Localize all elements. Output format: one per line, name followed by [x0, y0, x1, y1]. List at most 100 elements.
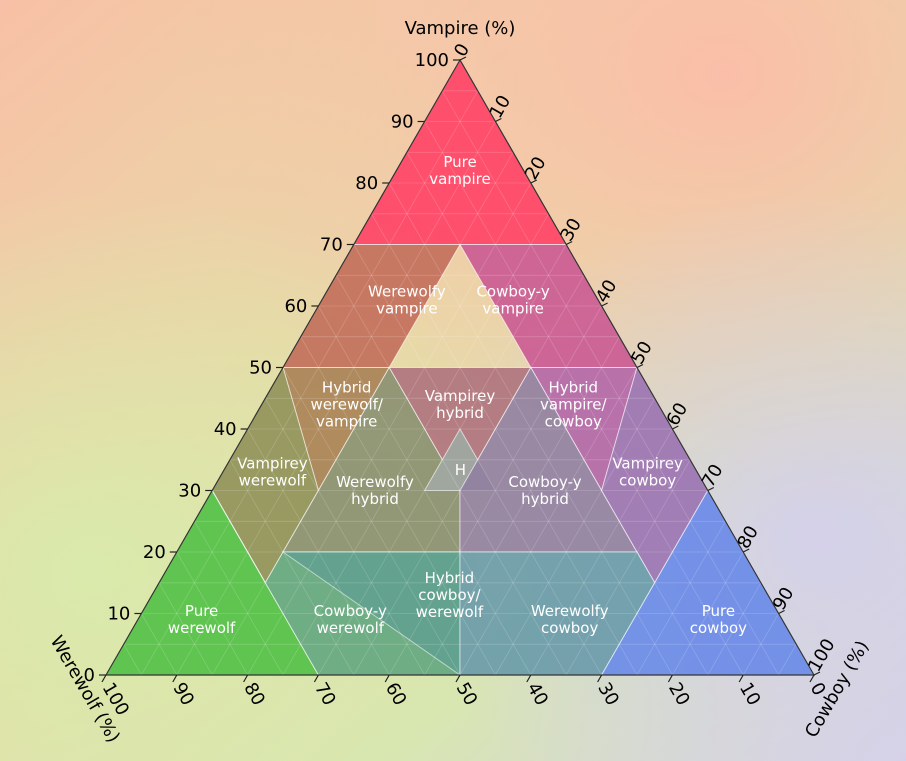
grid-line — [530, 428, 673, 675]
region-label-line: Cowboy-y — [508, 473, 581, 491]
grid-line — [636, 521, 726, 675]
grid-line — [388, 182, 673, 675]
grid-line — [141, 613, 178, 675]
grid-line — [335, 275, 567, 675]
werewolf-tick-label: 60 — [381, 679, 411, 709]
region-label-line: vampire/ — [540, 395, 607, 413]
grid-line — [353, 244, 602, 675]
region-label-line: cowboy — [545, 412, 602, 430]
tick-mark — [459, 56, 467, 61]
grid-line — [495, 398, 656, 675]
tick-mark — [778, 609, 785, 615]
region-label-line: Werewolfy — [336, 473, 414, 491]
tick-mark — [809, 674, 815, 683]
region-label-line: werewolf/ — [310, 395, 383, 413]
tick-mark — [530, 179, 538, 184]
region-label-line: Pure — [702, 602, 735, 620]
grid-line — [424, 121, 744, 675]
grid-line — [565, 459, 691, 675]
grid-line — [742, 613, 779, 675]
grid-layer — [123, 90, 797, 675]
grid-line — [194, 521, 284, 675]
region-label-h: H — [455, 461, 466, 479]
right-edge-tick-label: 0 — [450, 40, 474, 60]
region-label-line: Pure — [185, 602, 218, 620]
region-label-line: vampire — [316, 412, 377, 430]
grid-line — [141, 90, 479, 675]
tick-mark — [597, 674, 603, 683]
grid-line — [247, 182, 532, 675]
region-label-line: Werewolfy — [531, 602, 609, 620]
werewolf-tick-label: 30 — [593, 679, 623, 709]
vampire-tick-label: 90 — [391, 112, 414, 133]
grid-line — [123, 644, 142, 675]
vampire-tick-label: 80 — [355, 173, 378, 194]
region-label-line: Hybrid — [425, 569, 475, 587]
vampire-tick-label: 40 — [214, 419, 237, 440]
werewolf-tick-label: 70 — [310, 679, 340, 709]
tick-mark — [813, 671, 821, 676]
werewolf-tick-label: 90 — [168, 679, 198, 709]
grid-line — [176, 551, 248, 675]
tick-mark — [742, 548, 750, 553]
region-label-line: Cowboy-y — [476, 282, 549, 300]
grid-line — [707, 582, 762, 675]
region-label-line: hybrid — [436, 404, 484, 422]
grid-line — [371, 213, 638, 675]
grid-line — [672, 551, 744, 675]
region-label-line: Hybrid — [549, 378, 599, 396]
region-label-line: werewolf — [168, 619, 236, 637]
grid-line — [778, 644, 797, 675]
werewolf-tick-label: 20 — [664, 679, 694, 709]
grid-line — [229, 459, 355, 675]
region-label-line: cowboy/ — [418, 586, 481, 604]
tick-mark — [455, 674, 461, 683]
tick-mark — [601, 302, 608, 307]
region-label-line: Vampirey — [237, 455, 308, 473]
grid-line — [353, 275, 585, 675]
tick-mark — [526, 674, 532, 683]
werewolf-tick-label: 40 — [522, 679, 552, 709]
vampire-tick-label: 60 — [284, 296, 307, 317]
grid-line — [264, 398, 425, 675]
vampire-tick-label: 30 — [178, 481, 201, 502]
vampire-tick-label: 20 — [143, 542, 166, 563]
region-label-line: cowboy — [619, 472, 676, 490]
region-label-line: Hybrid — [322, 378, 372, 396]
vampire-tick-label: 10 — [107, 604, 130, 625]
region-label-line: Vampirey — [425, 387, 496, 405]
tick-mark — [565, 240, 573, 246]
region-label-line: H — [455, 461, 466, 479]
tick-mark — [667, 674, 673, 683]
grid-line — [211, 490, 319, 675]
grid-line — [211, 152, 514, 675]
grid-line — [318, 244, 567, 675]
grid-line — [601, 490, 709, 675]
vampire-tick-label: 100 — [415, 50, 449, 71]
vampire-tick-label: 0 — [84, 665, 95, 686]
grid-line — [318, 305, 532, 675]
werewolf-tick-label: 10 — [735, 679, 765, 709]
vampire-tick-label: 70 — [320, 235, 343, 256]
region-label-line: werewolf — [416, 603, 484, 621]
tick-mark — [101, 674, 107, 683]
region-label-line: Pure — [443, 153, 476, 171]
region-label-line: vampire — [376, 299, 437, 317]
tick-mark — [636, 363, 644, 369]
region-label-line: hybrid — [351, 490, 399, 508]
region-label-line: vampire — [429, 170, 490, 188]
grid-line — [282, 367, 461, 675]
grid-line — [247, 428, 390, 675]
